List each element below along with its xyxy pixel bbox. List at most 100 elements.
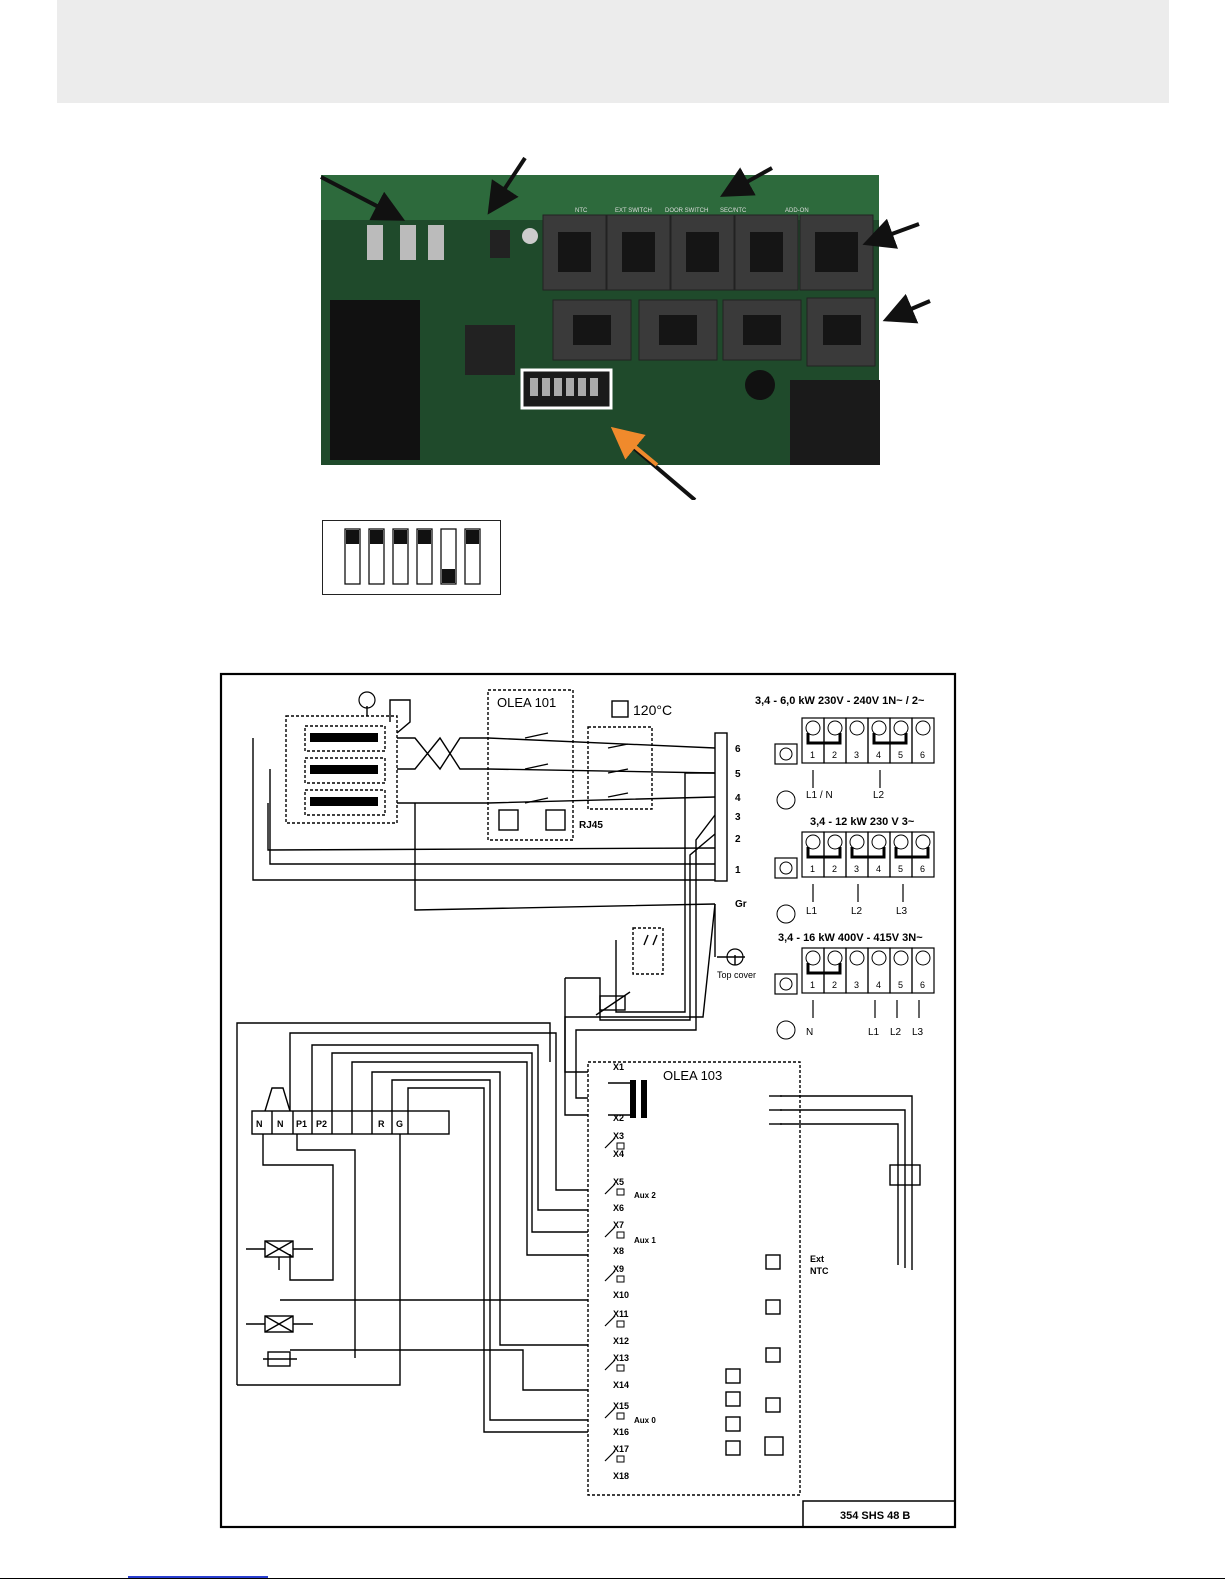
- x-terminal-x10: X10: [613, 1290, 629, 1300]
- conn-label-1-1: L2: [873, 790, 885, 801]
- conn-screw-2-3: [849, 834, 865, 850]
- ground-symbol-2: [776, 904, 796, 924]
- x-terminal-x1: X1: [613, 1062, 624, 1072]
- conn-number-3-5: 5: [898, 980, 903, 990]
- ext-label: Ext: [810, 1254, 824, 1264]
- conn-number-2-2: 2: [832, 864, 837, 874]
- doc-code: 354 SHS 48 B: [840, 1510, 910, 1522]
- conn-bridge-1-1: [872, 733, 908, 745]
- conn-number-1-1: 1: [810, 750, 815, 760]
- conn-number-2-5: 5: [898, 864, 903, 874]
- conn-bridge-2-0: [806, 847, 842, 859]
- photo-header-ext-switch: EXT SWITCH: [615, 208, 652, 214]
- photo-header-door-switch: DOOR SWITCH: [665, 208, 708, 214]
- arrow-1: [320, 175, 406, 221]
- terminal-4: 4: [735, 793, 741, 804]
- x-coil-12: [616, 1364, 625, 1372]
- terminal-3: 3: [735, 812, 741, 823]
- dip-knob-6: [466, 530, 479, 544]
- temperature-label: 120°C: [633, 702, 672, 718]
- conn-label-3-2: L2: [890, 1027, 902, 1038]
- x-switch-10: [604, 1315, 616, 1327]
- conn-bridge-3-0: [806, 963, 842, 975]
- dip-knob-1: [346, 530, 359, 544]
- conn-number-1-3: 3: [854, 750, 859, 760]
- conn-screw-2-4: [871, 834, 887, 850]
- olea101-label: OLEA 101: [497, 695, 556, 710]
- conn-screw-1-2: [827, 720, 843, 736]
- x-terminal-x16: X16: [613, 1427, 629, 1437]
- conn-screw-2-1: [805, 834, 821, 850]
- connection-title-3: 3,4 - 16 kW 400V - 415V 3N~: [778, 932, 923, 944]
- conn-cell-1-6: [911, 717, 935, 764]
- control-board-photo: NTC EXT SWITCH DOOR SWITCH SEC/NTC ADD-O…: [320, 156, 931, 500]
- conn-number-3-3: 3: [854, 980, 859, 990]
- conn-screw-3-3: [849, 950, 865, 966]
- conn-bridge-2-1: [850, 847, 886, 859]
- x-terminal-x17: X17: [613, 1444, 629, 1454]
- dip-knob-4: [418, 530, 431, 544]
- rj45-label: RJ45: [579, 820, 603, 831]
- dip-knob-5: [442, 569, 455, 583]
- x-switch-2: [604, 1137, 616, 1149]
- conn-screw-1-3: [849, 720, 865, 736]
- footer-link[interactable]: [128, 1576, 268, 1578]
- top-cover-label: Top cover: [717, 970, 756, 980]
- conn-number-1-4: 4: [876, 750, 881, 760]
- conn-number-3-1: 1: [810, 980, 815, 990]
- conn-cell-3-6: [911, 947, 935, 994]
- conn-number-1-2: 2: [832, 750, 837, 760]
- conn-number-1-5: 5: [898, 750, 903, 760]
- conn-bridge-2-2: [894, 847, 930, 859]
- gr-label: Gr: [735, 899, 747, 910]
- aux2-label: Aux 2: [634, 1191, 656, 1200]
- photo-header-ntc: NTC: [575, 208, 588, 214]
- conn-number-2-1: 1: [810, 864, 815, 874]
- conn-label-1-0: L1 / N: [806, 790, 833, 801]
- heater-n1: N: [256, 1119, 263, 1129]
- conn-screw-3-1: [805, 950, 821, 966]
- conn-screw-1-6: [915, 720, 931, 736]
- conn-number-1-6: 6: [920, 750, 925, 760]
- arrow-2: [487, 156, 527, 215]
- x-terminal-x4: X4: [613, 1149, 624, 1159]
- heater-n2: N: [277, 1119, 284, 1129]
- aux1-label: Aux 1: [634, 1236, 656, 1245]
- conn-screw-3-2: [827, 950, 843, 966]
- x-switch-4: [604, 1183, 616, 1195]
- x-terminal-x7: X7: [613, 1220, 624, 1230]
- conn-bridge-1-0: [806, 733, 842, 745]
- x-terminal-x5: X5: [613, 1177, 624, 1187]
- ground-symbol-1: [776, 790, 796, 810]
- conn-label-3-3: L3: [912, 1027, 924, 1038]
- heater-r: R: [378, 1119, 385, 1129]
- x-coil-10: [616, 1320, 625, 1328]
- ground-terminal-2: [774, 857, 798, 879]
- x-terminal-x9: X9: [613, 1264, 624, 1274]
- conn-number-3-6: 6: [920, 980, 925, 990]
- terminal-5: 5: [735, 769, 741, 780]
- x-terminal-x14: X14: [613, 1380, 629, 1390]
- conn-label-2-0: L1: [806, 906, 818, 917]
- ground-screw-1: [779, 747, 793, 761]
- conn-cell-2-6: [911, 831, 935, 878]
- x-coil-4: [616, 1188, 625, 1196]
- footer-rule: [0, 1578, 1225, 1579]
- x-terminal-x6: X6: [613, 1203, 624, 1213]
- connection-title-2: 3,4 - 12 kW 230 V 3~: [810, 816, 915, 828]
- x-terminal-x18: X18: [613, 1471, 629, 1481]
- arrow-3: [720, 166, 773, 197]
- x-switch-8: [604, 1270, 616, 1282]
- x-coil-16: [616, 1455, 625, 1463]
- conn-screw-2-5: [893, 834, 909, 850]
- conn-screw-1-5: [893, 720, 909, 736]
- conn-label-2-1: L2: [851, 906, 863, 917]
- heater-p2: P2: [316, 1119, 327, 1129]
- arrow-4: [862, 218, 920, 249]
- x-coil-6: [616, 1231, 625, 1239]
- x-coil-2: [616, 1142, 625, 1150]
- conn-screw-1-4: [871, 720, 887, 736]
- terminal-1: 1: [735, 865, 741, 876]
- heater-p1: P1: [296, 1119, 307, 1129]
